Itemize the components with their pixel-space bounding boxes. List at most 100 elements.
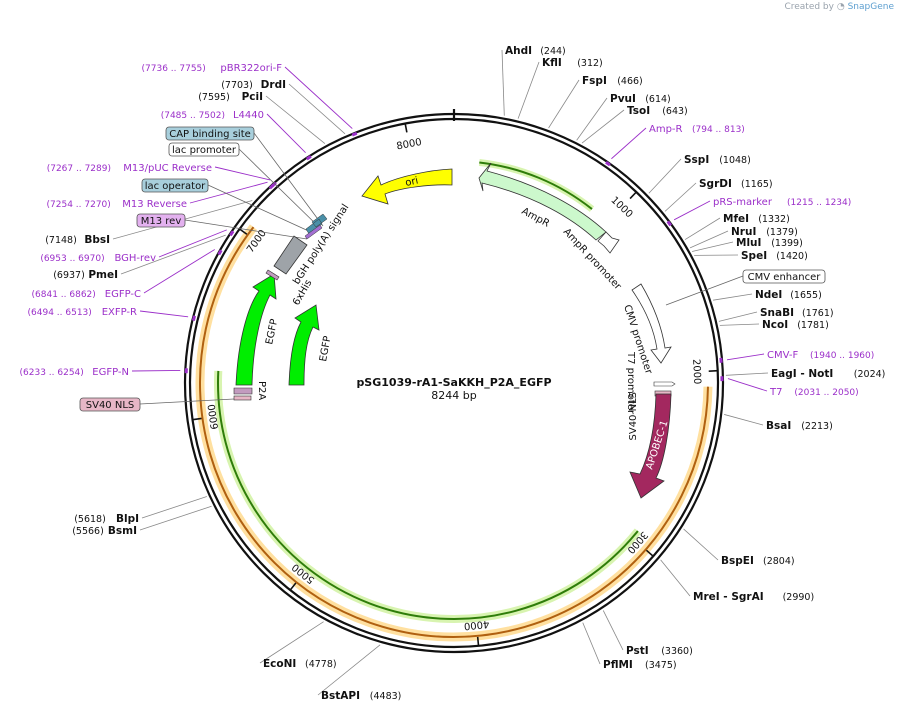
feature-box-label[interactable]: CMV enhancer xyxy=(742,269,826,284)
ampr-feature[interactable] xyxy=(478,162,607,241)
enzyme-site[interactable]: SspI(1048) xyxy=(684,154,751,166)
enzyme-site[interactable]: SnaBI(1761) xyxy=(760,307,834,319)
tick-label: 8000 xyxy=(396,137,423,153)
enzyme-leader xyxy=(725,372,769,376)
primer-site[interactable]: M13/pUC Reverse(7267 .. 7289) xyxy=(47,163,212,174)
feature-box-text: lac operator xyxy=(145,181,206,192)
feature-box-label[interactable]: M13 rev xyxy=(136,213,186,228)
primer-site[interactable]: Amp-R(794 .. 813) xyxy=(649,124,745,135)
enzyme-site[interactable]: PflMI(3475) xyxy=(603,659,677,671)
feature-box-label[interactable]: lac promoter xyxy=(168,142,240,157)
plasmid-size: 8244 bp xyxy=(431,389,476,402)
enzyme-name: BsmI xyxy=(108,525,137,537)
primer-range: (7485 .. 7502) xyxy=(161,111,225,121)
primer-site[interactable]: M13 Reverse(7254 .. 7270) xyxy=(47,199,187,210)
ori-feature[interactable] xyxy=(361,168,453,205)
enzyme-site[interactable]: BbsI(7148) xyxy=(45,234,110,246)
enzyme-position: (1655) xyxy=(790,290,822,301)
enzyme-name: SspI xyxy=(684,154,709,166)
primer-name: M13/pUC Reverse xyxy=(123,163,212,174)
tick-mark xyxy=(404,123,408,133)
primer-site[interactable]: CMV-F(1940 .. 1960) xyxy=(767,350,874,361)
enzyme-site[interactable]: EcoNI(4778) xyxy=(263,658,337,670)
primer-site[interactable]: L4440(7485 .. 7502) xyxy=(161,110,264,121)
enzyme-site[interactable]: DrdI(7703) xyxy=(221,79,286,91)
tick-mark xyxy=(289,582,297,591)
apobec-feature[interactable] xyxy=(629,393,672,499)
primer-site[interactable]: pBR322ori-F(7736 .. 7755) xyxy=(142,63,283,74)
primer-site[interactable]: EGFP-N(6233 .. 6254) xyxy=(20,367,129,378)
primer-name: pRS-marker xyxy=(713,197,773,208)
enzyme-site[interactable]: PciI(7595) xyxy=(198,91,263,103)
enzyme-site[interactable]: SgrDI(1165) xyxy=(699,178,773,190)
primer-name: T7 xyxy=(769,387,782,398)
enzyme-site[interactable]: PstI(3360) xyxy=(626,645,693,657)
primer-site[interactable]: pRS-marker (1215 .. 1234) xyxy=(713,197,851,208)
enzyme-site[interactable]: BlpI(5618) xyxy=(74,513,139,525)
primer-site[interactable]: BGH-rev(6953 .. 6970) xyxy=(40,253,156,264)
enzyme-site[interactable]: MreI - SgrAI(2990) xyxy=(693,591,814,603)
enzyme-leader xyxy=(288,83,346,135)
enzyme-leader xyxy=(581,109,625,144)
enzyme-site[interactable]: BsmI(5566) xyxy=(72,525,137,537)
bgh-feature[interactable] xyxy=(273,235,308,275)
enzyme-position: (1781) xyxy=(797,320,829,331)
p2a-feature[interactable] xyxy=(233,387,253,395)
enzyme-name: NruI xyxy=(731,226,756,238)
tick-mark xyxy=(192,417,202,421)
enzyme-site[interactable]: AhdI(244) xyxy=(505,45,566,57)
enzyme-site[interactable]: SpeI(1420) xyxy=(741,250,808,262)
enzyme-site[interactable]: NruI(1379) xyxy=(731,226,798,238)
his-feature[interactable] xyxy=(265,269,280,281)
feature-box xyxy=(165,126,255,141)
enzyme-site[interactable]: MluI(1399) xyxy=(736,237,803,249)
orf-ampr xyxy=(479,161,593,210)
enzyme-site[interactable]: EagI - NotI(2024) xyxy=(771,368,885,380)
feature-box-text: M13 rev xyxy=(141,216,182,227)
egfp-inner-feature[interactable] xyxy=(288,304,320,386)
enzyme-site[interactable]: KflI(312) xyxy=(542,57,603,69)
enzyme-position: (7595) xyxy=(198,92,230,103)
primer-range: (6494 .. 6513) xyxy=(28,308,92,318)
primer-site[interactable]: T7(2031 .. 2050) xyxy=(769,387,859,398)
tick-mark xyxy=(645,549,654,557)
primer-leader xyxy=(158,229,227,258)
tick-label: 2000 xyxy=(690,359,702,385)
enzyme-leader xyxy=(120,234,226,275)
primer-mark xyxy=(217,249,223,256)
t7-promoter-feature[interactable] xyxy=(653,381,676,387)
primer-site[interactable]: EGFP-C(6841 .. 6862) xyxy=(32,289,141,300)
primer-site[interactable]: EXFP-R(6494 .. 6513) xyxy=(28,307,138,318)
enzyme-site[interactable]: BsaI(2213) xyxy=(766,420,833,432)
ampr-promoter-feature[interactable] xyxy=(597,231,620,254)
enzyme-site[interactable]: MfeI(1332) xyxy=(723,213,790,225)
enzyme-leader xyxy=(259,621,324,664)
enzyme-name: SgrDI xyxy=(699,178,732,190)
enzyme-position: (244) xyxy=(540,46,566,57)
enzyme-site[interactable]: BspEI(2804) xyxy=(721,555,795,567)
enzyme-position: (7148) xyxy=(45,235,77,246)
primer-mark xyxy=(191,315,196,322)
ori-label: ori xyxy=(404,175,419,188)
feature-box-label[interactable]: CAP binding site xyxy=(165,126,255,141)
enzyme-name: PmeI xyxy=(88,269,118,281)
egfp-outer-feature[interactable] xyxy=(235,273,277,386)
enzyme-name: SnaBI xyxy=(760,307,794,319)
enzyme-site[interactable]: TsoI(643) xyxy=(627,105,688,117)
feature-box-label[interactable]: SV40 NLS xyxy=(79,397,141,412)
feature-box-label[interactable]: lac operator xyxy=(141,178,209,193)
cmv-promoter-feature[interactable] xyxy=(631,283,672,364)
enzyme-site[interactable]: PvuI(614) xyxy=(610,93,671,105)
sv40-nls-feature[interactable] xyxy=(233,395,252,401)
enzyme-leader xyxy=(139,505,212,531)
enzyme-site[interactable]: BstAPI(4483) xyxy=(321,690,401,702)
enzyme-site[interactable]: NcoI(1781) xyxy=(762,319,829,331)
tick-mark xyxy=(239,228,248,235)
enzyme-site[interactable]: FspI(466) xyxy=(582,75,643,87)
enzyme-leader xyxy=(713,293,753,301)
enzyme-position: (6937) xyxy=(53,270,85,281)
enzyme-site[interactable]: PmeI(6937) xyxy=(53,269,118,281)
primer-range: (1215 .. 1234) xyxy=(787,198,851,208)
enzyme-site[interactable]: NdeI(1655) xyxy=(755,289,822,301)
enzyme-name: PflMI xyxy=(603,659,633,671)
